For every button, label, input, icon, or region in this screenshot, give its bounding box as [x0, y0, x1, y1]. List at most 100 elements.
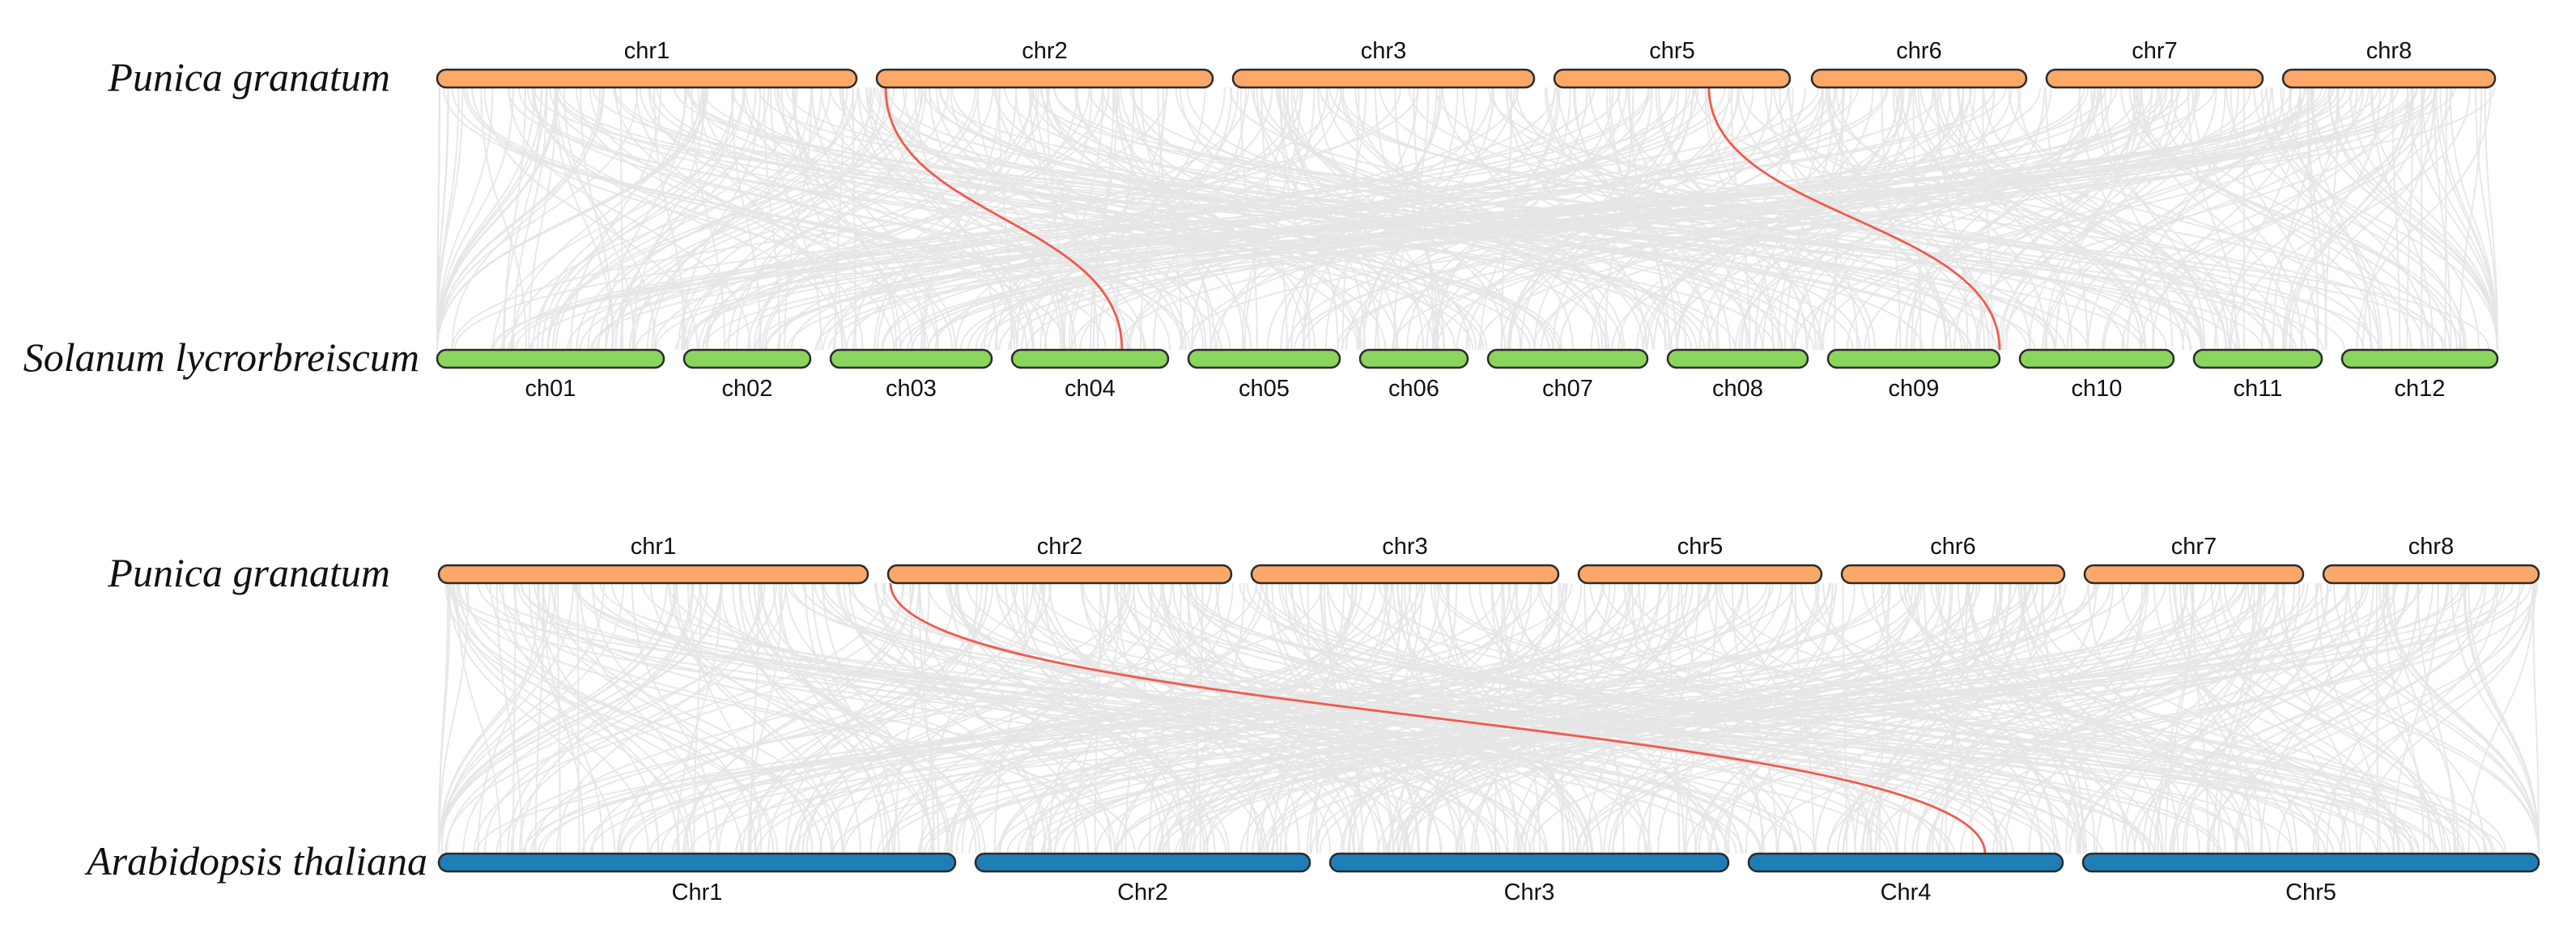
background-link [597, 87, 908, 351]
background-link [778, 582, 884, 854]
background-link [927, 87, 2496, 351]
highlight-link-chr5-ch09 [1707, 87, 2001, 351]
chromosome-bar-Chr2 [974, 852, 1311, 873]
background-link [676, 582, 722, 854]
background-link [1053, 87, 2447, 351]
background-link [2140, 87, 2293, 351]
background-link [496, 582, 523, 854]
background-link [1281, 582, 1742, 854]
background-link [445, 582, 777, 854]
background-link [1557, 87, 1823, 351]
background-link [2280, 87, 2429, 351]
background-link [2017, 582, 2226, 854]
background-link [2459, 87, 2482, 351]
background-link [2182, 87, 2358, 351]
background-link [1302, 87, 1367, 351]
background-link [653, 87, 1401, 351]
background-link [868, 87, 1077, 351]
background-link [1914, 87, 2146, 351]
background-link [1048, 582, 1332, 854]
background-link [1341, 87, 1673, 351]
highlight-link-chr2-Chr4 [889, 582, 1987, 854]
species-label-bottom: Arabidopsis thaliana [84, 838, 427, 884]
background-link [731, 87, 1693, 351]
background-link [1575, 582, 2208, 854]
chromosome-label-chr1: chr1 [624, 38, 670, 64]
background-link [708, 582, 1422, 854]
chromosome-bar-chr7 [2083, 564, 2305, 585]
background-link [2407, 87, 2498, 351]
chromosome-label-Chr2: Chr2 [1117, 880, 1168, 905]
background-link [2127, 582, 2463, 854]
background-link [1290, 87, 1419, 351]
background-link [920, 87, 1001, 351]
background-link [939, 87, 1715, 351]
background-link [1435, 87, 2153, 351]
background-link [579, 87, 1651, 351]
background-link [1185, 582, 2008, 854]
background-link [1129, 87, 1494, 351]
background-link [909, 582, 940, 854]
background-link [1027, 582, 2398, 854]
background-link [529, 582, 1712, 854]
background-link [1707, 582, 1872, 854]
background-link [1062, 582, 1975, 854]
background-link [1006, 582, 2514, 854]
background-link [687, 87, 1554, 351]
background-link [1913, 87, 2081, 351]
background-link [746, 87, 1103, 351]
chromosome-label-ch03: ch03 [886, 376, 937, 402]
background-link [907, 87, 2164, 351]
background-link [877, 87, 1079, 351]
background-link [1707, 87, 1817, 351]
background-link [747, 582, 783, 854]
chromosome-label-chr3: chr3 [1361, 38, 1406, 64]
chromosome-bar-chr5 [1553, 68, 1792, 89]
chromosome-bar-Chr1 [437, 852, 957, 873]
chromosome-label-ch01: ch01 [525, 376, 576, 402]
background-link [2362, 87, 2436, 351]
chromosome-label-chr6: chr6 [1896, 38, 1941, 64]
background-link [1741, 87, 1905, 351]
background-link [1575, 582, 2370, 854]
background-link [1487, 87, 2444, 351]
chromosome-label-ch05: ch05 [1239, 376, 1290, 402]
background-link [2044, 87, 2293, 351]
background-link [1978, 87, 2140, 351]
background-link [2120, 582, 2267, 854]
background-link [507, 582, 693, 854]
background-link [546, 87, 895, 351]
chromosome-bar-ch02 [682, 348, 812, 369]
background-link [508, 87, 751, 351]
background-link [1892, 87, 1985, 351]
background-link [759, 582, 1080, 854]
background-link [1834, 87, 2184, 351]
background-link [1911, 582, 2319, 854]
background-link [754, 87, 2399, 351]
background-link [1027, 582, 1234, 854]
background-link [1340, 87, 1644, 351]
chromosome-bar-Chr5 [2081, 852, 2540, 873]
background-link [2042, 582, 2085, 854]
background-link [631, 582, 719, 854]
background-link [1605, 87, 1677, 351]
background-link [1162, 582, 2525, 854]
background-link [852, 87, 1033, 351]
background-link [1946, 582, 2247, 854]
background-link [2376, 582, 2378, 854]
background-link [533, 87, 847, 351]
background-link [2078, 87, 2155, 351]
background-link [532, 582, 1018, 854]
background-link [483, 582, 766, 854]
background-link [1439, 582, 2493, 854]
chromosome-bars [436, 68, 2540, 873]
background-link [436, 87, 601, 351]
background-link [2192, 582, 2209, 854]
chromosome-label-Chr3: Chr3 [1504, 880, 1555, 905]
background-link [2306, 87, 2319, 351]
chromosome-label-chr3: chr3 [1382, 534, 1427, 560]
background-link [576, 582, 580, 854]
chromosome-bar-chr8 [2281, 68, 2497, 89]
chromosome-bar-chr8 [2322, 564, 2540, 585]
